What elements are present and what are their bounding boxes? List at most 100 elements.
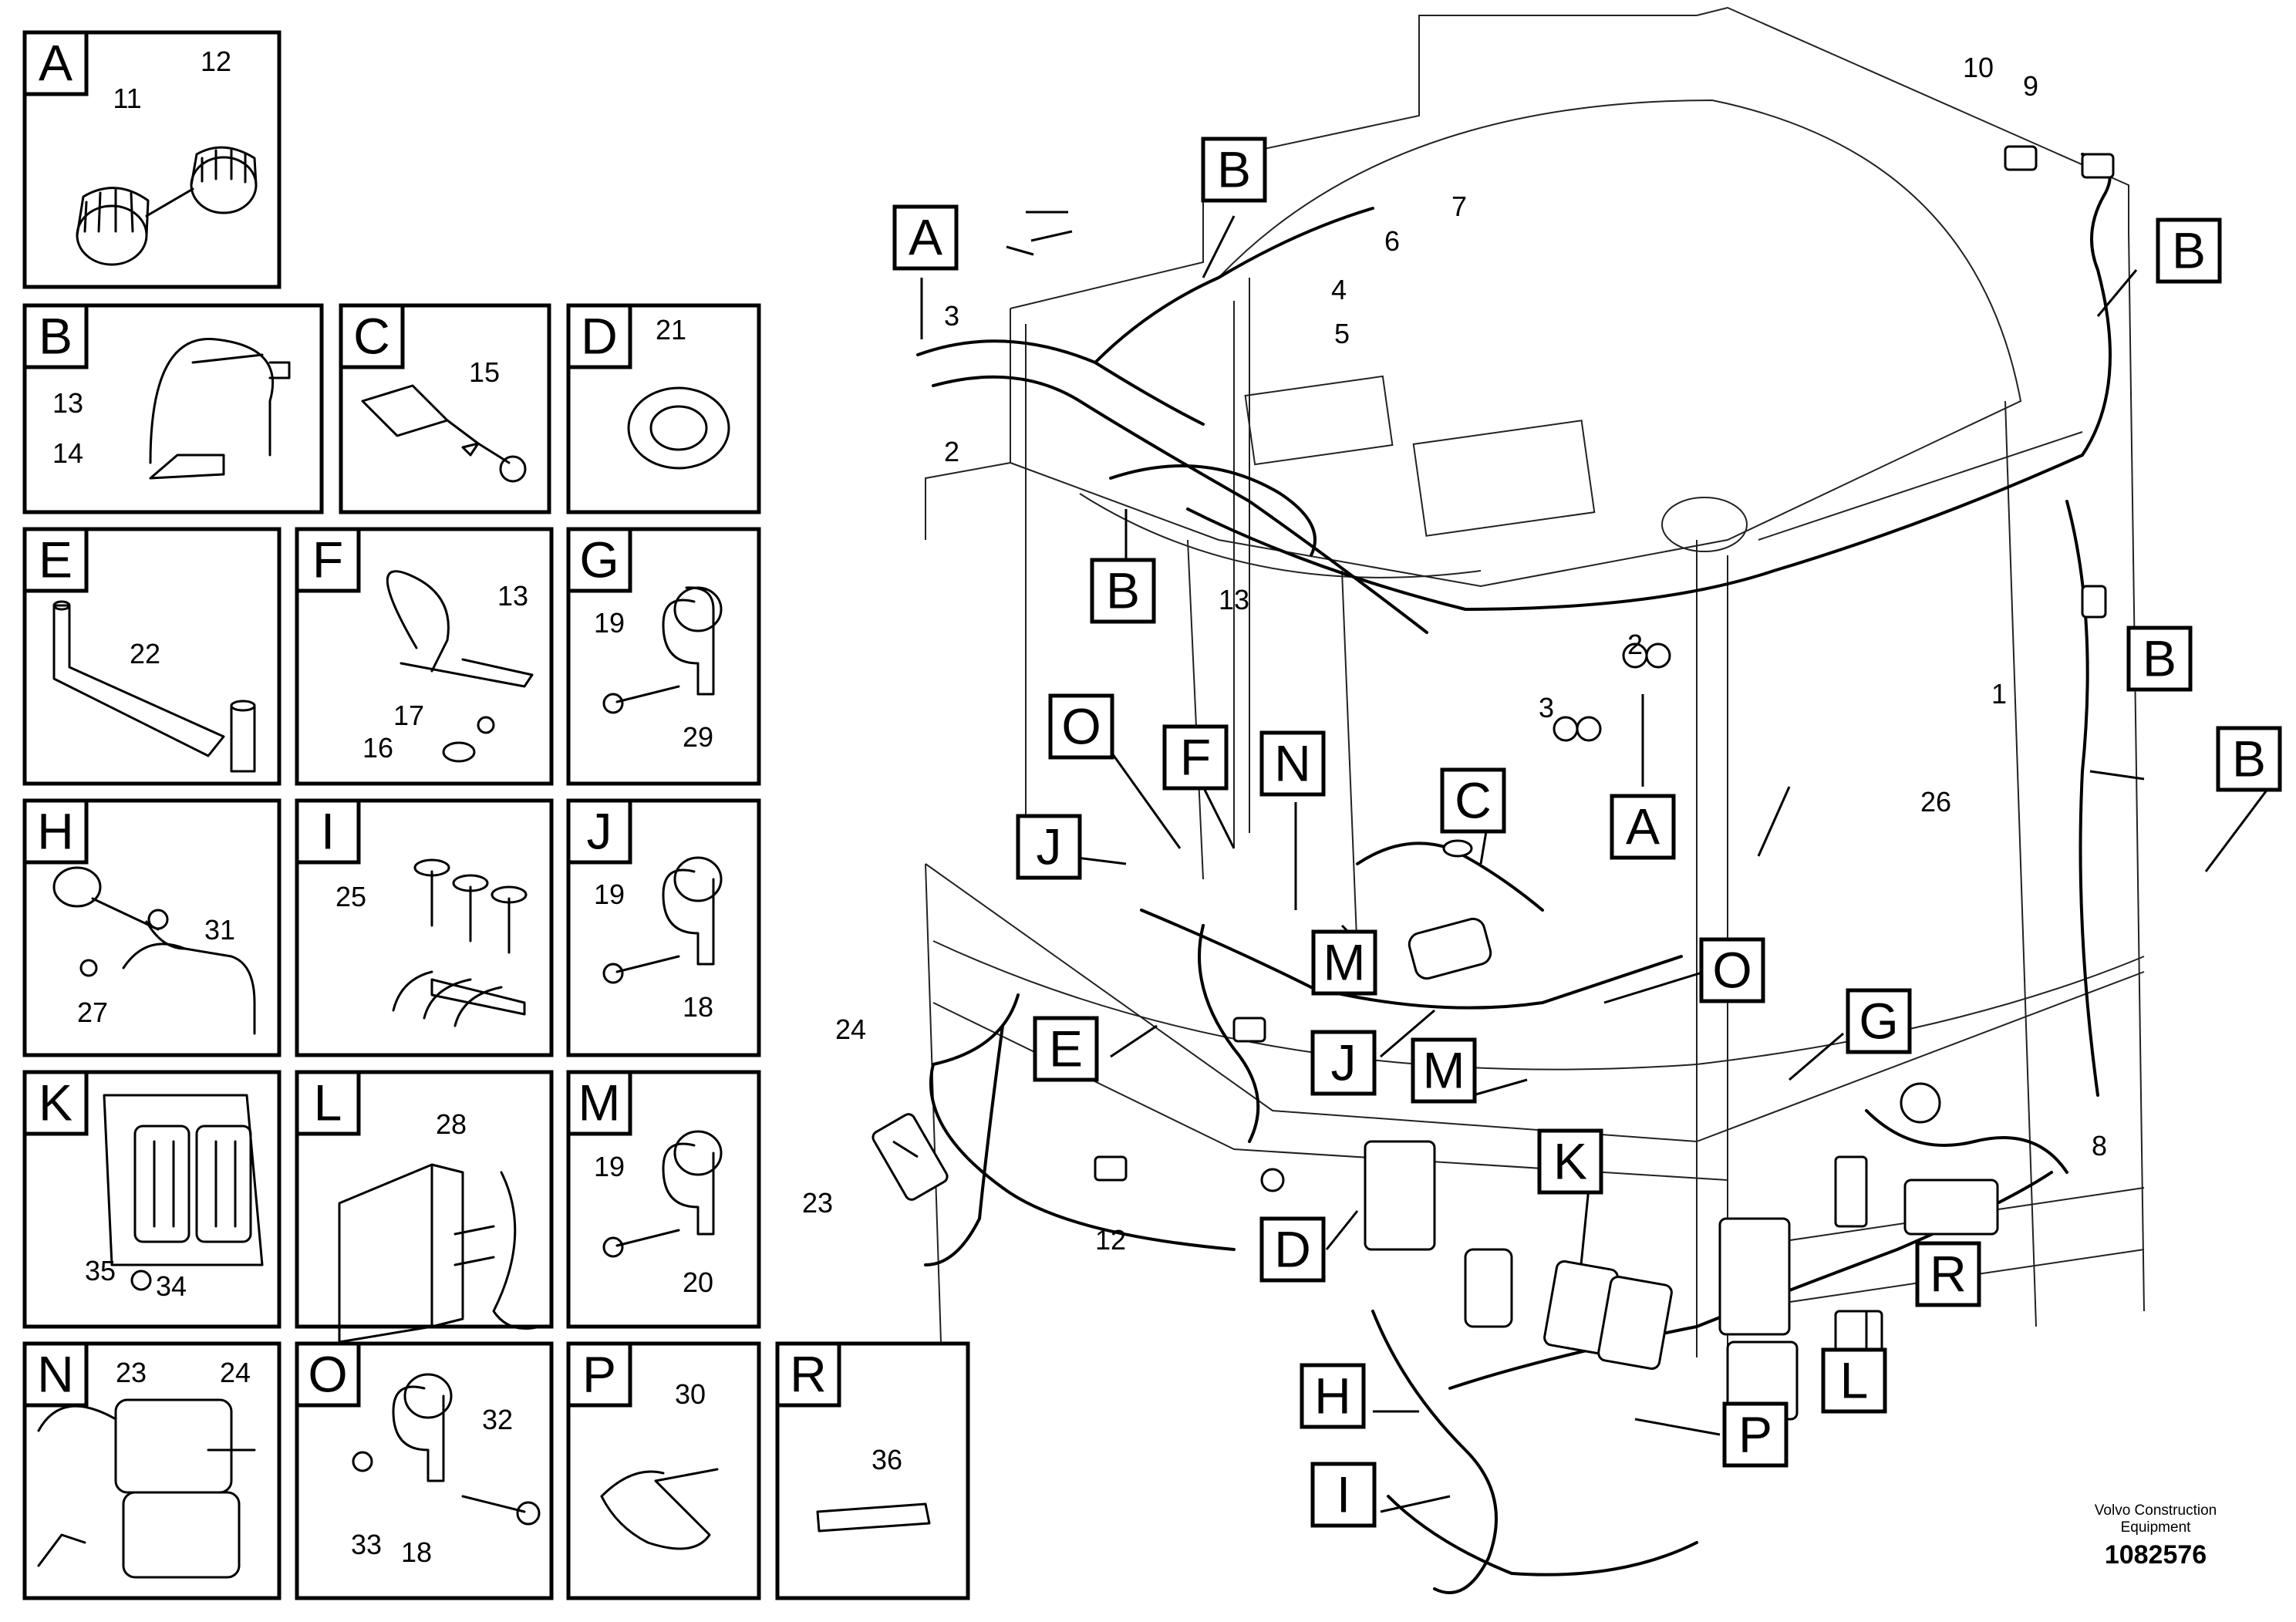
part-number: 13 [497,580,528,612]
callout-letter-j: J [1016,814,1082,880]
callout-letter-a: A [892,204,959,271]
part-number: 16 [362,732,393,764]
callout-letter-d: D [1259,1216,1326,1283]
panel-letter-o: O [295,1341,361,1408]
callout-number: 6 [1384,225,1400,257]
callout-letter-g: G [1846,988,1912,1054]
svg-text:R: R [790,1345,827,1402]
svg-text:B: B [39,307,72,364]
callout-letter-b: B [2126,626,2193,692]
part-number: 27 [77,996,108,1028]
callout-letter-j: J [1310,1030,1377,1096]
callout-number: 3 [1539,692,1554,723]
part-number: 15 [469,356,500,388]
panel-letter-f: F [295,527,361,593]
svg-text:P: P [582,1345,616,1402]
callout-letter-f: F [1162,724,1229,791]
part-number: 33 [351,1529,382,1560]
callout-letter-k: K [1537,1128,1603,1195]
callout-letter-m: M [1311,929,1377,996]
svg-text:F: F [312,531,343,588]
callout-letter-n: N [1259,730,1326,797]
callout-number: 9 [2023,70,2038,102]
svg-text:O: O [1061,697,1101,754]
svg-text:G: G [579,531,619,588]
callout-letter-m: M [1411,1037,1477,1104]
panel-letter-d: D [566,303,632,369]
panel-letter-e: E [22,527,89,593]
callout-letter-h: H [1300,1363,1366,1429]
callout-number: 3 [944,300,959,332]
panel-letter-l: L [295,1070,361,1136]
callout-leaders [892,211,2277,1513]
part-number: 28 [436,1108,467,1140]
svg-text:B: B [2172,221,2206,278]
svg-text:M: M [1423,1041,1465,1098]
svg-text:J: J [587,802,612,859]
callout-number: 1 [1991,678,2007,710]
callout-number: 13 [1219,584,1249,615]
svg-text:N: N [37,1345,74,1402]
svg-text:I: I [1337,1465,1350,1523]
svg-text:M: M [578,1074,621,1131]
part-number: 19 [594,607,625,639]
part-number: 32 [482,1404,513,1435]
panel-letter-b: B [22,303,89,369]
callout-letter-o: O [1699,937,1765,1003]
callout-number: 8 [2092,1130,2107,1162]
callout-number: 4 [1331,274,1347,305]
svg-text:C: C [1455,771,1492,828]
panel-artwork [37,146,931,1579]
components [872,145,2115,1421]
publisher-credit: Volvo Construction Equipment 1082576 [2067,1502,2244,1570]
part-number: 25 [335,881,366,912]
part-number: 18 [401,1536,432,1568]
callout-letter-b: B [1201,137,1267,203]
part-number: 13 [52,387,83,419]
part-number: 22 [130,638,160,669]
svg-text:K: K [1553,1132,1587,1189]
part-number: 30 [675,1378,706,1410]
svg-text:O: O [1712,941,1752,998]
part-number: 11 [113,83,141,114]
panel-letter-c: C [339,303,405,369]
callout-letter-l: L [1821,1347,1887,1414]
detail-panels [22,30,970,1600]
svg-text:D: D [581,307,618,364]
panel-letter-k: K [22,1070,89,1136]
part-number: 35 [85,1255,116,1286]
svg-text:H: H [37,802,74,859]
callout-number: 10 [1963,52,1994,83]
svg-text:B: B [1217,140,1251,197]
callout-number: 12 [1095,1224,1126,1256]
svg-text:L: L [314,1074,342,1131]
panel-letter-j: J [566,798,632,865]
part-number: 18 [683,991,713,1023]
svg-text:I: I [321,802,335,859]
part-number: 29 [683,721,713,753]
panel-letter-r: R [775,1341,841,1408]
svg-text:B: B [1106,561,1140,619]
reference-number: 1082576 [2104,1540,2207,1570]
svg-text:C: C [353,307,390,364]
part-number: 34 [156,1270,187,1302]
credit-line-2: Equipment [2120,1519,2191,1536]
cab-frame [925,6,2145,1357]
svg-text:L: L [1840,1351,1869,1408]
callout-number: 2 [944,436,959,467]
credit-line-1: Volvo Construction [2094,1502,2217,1519]
callout-number: 5 [1334,318,1350,349]
part-number: 20 [683,1266,713,1298]
svg-text:O: O [308,1345,347,1402]
svg-text:M: M [1323,933,1366,990]
panel-letter-g: G [566,527,632,593]
part-number: 36 [872,1444,902,1475]
panel-letter-p: P [566,1341,632,1408]
svg-text:A: A [1626,798,1660,855]
svg-text:G: G [1859,992,1898,1049]
callout-number: 26 [1920,786,1951,818]
callout-letter-o: O [1048,693,1114,760]
